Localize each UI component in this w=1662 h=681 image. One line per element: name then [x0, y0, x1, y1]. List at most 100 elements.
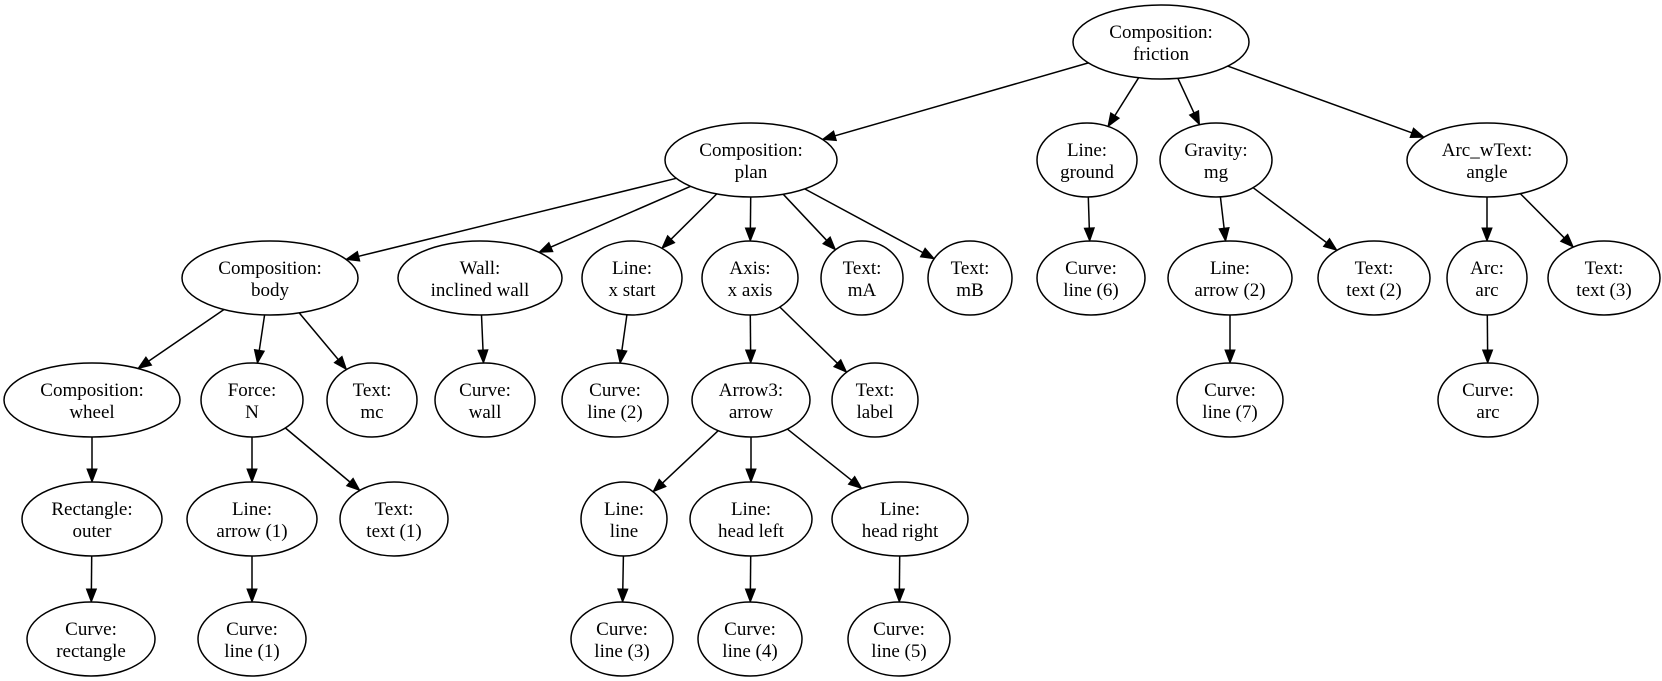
node-ellipse: [1176, 362, 1284, 438]
node-line-arrow-1: Line:arrow (1): [186, 481, 318, 557]
node-text-text-3: Text:text (3): [1547, 240, 1661, 316]
node-label-name: arc: [1476, 402, 1499, 423]
edge-line: [1219, 196, 1225, 229]
arrowhead-icon: [617, 588, 629, 604]
node-label-type: Line:: [612, 258, 652, 279]
arrowhead-icon: [1224, 349, 1236, 365]
edge-line: [662, 430, 719, 484]
node-ellipse: [691, 362, 811, 438]
node-label-name: ground: [1060, 162, 1114, 183]
edge-line: [284, 427, 351, 483]
node-arrow3: Arrow3:arrow: [691, 362, 811, 438]
node-label-name: text (2): [1346, 280, 1401, 301]
arrowhead-icon: [85, 588, 98, 604]
node-label-type: Text:: [843, 258, 882, 279]
edge-x-axis-to-text-label: [779, 306, 848, 374]
node-label-type: Text:: [951, 258, 990, 279]
node-ellipse: [927, 240, 1013, 316]
edge-rect-outer-to-curve-rectangle: [85, 555, 98, 604]
edge-x-axis-to-arrow3: [744, 314, 757, 365]
node-label-type: Composition:: [218, 258, 321, 279]
arrowhead-icon: [652, 478, 667, 493]
node-label-type: Wall:: [460, 258, 501, 279]
node-label-type: Arc_wText:: [1442, 140, 1532, 161]
arrowhead-icon: [537, 241, 554, 253]
node-ellipse: [339, 481, 449, 557]
node-ellipse: [664, 122, 838, 198]
arrowhead-icon: [246, 588, 258, 604]
node-label-type: Arrow3:: [719, 380, 783, 401]
arrowhead-icon: [821, 130, 838, 142]
edge-body-to-wheel: [136, 308, 225, 370]
edge-gravity-mg-to-line-arrow-2: [1218, 196, 1230, 243]
edge-force-n-to-text-text-1: [284, 427, 361, 492]
node-ellipse: [186, 481, 318, 557]
node-label-name: head left: [718, 521, 785, 542]
node-line-head-left: Line:head left: [689, 481, 813, 557]
node-curve-line-1: Curve:line (1): [197, 601, 307, 677]
node-line-head-right: Line:head right: [831, 481, 969, 557]
arrowhead-icon: [1322, 237, 1339, 252]
node-label-name: line (2): [587, 402, 642, 423]
edge-line: [258, 314, 266, 351]
edge-force-n-to-line-arrow-1: [246, 437, 258, 484]
edge-line-arrow-2-to-curve-line-7: [1224, 315, 1236, 365]
node-label-name: angle: [1466, 162, 1507, 183]
node-curve-line-3: Curve:line (3): [570, 601, 674, 677]
node-friction: Composition:friction: [1072, 4, 1250, 80]
node-label-type: Curve:: [596, 619, 648, 640]
edge-line: [621, 314, 628, 351]
node-curve-line-5: Curve:line (5): [847, 601, 951, 677]
edge-line-head-right-to-curve-line-5: [893, 555, 906, 604]
arrowhead-icon: [919, 247, 936, 260]
node-label-type: Curve:: [459, 380, 511, 401]
edge-plan-to-text-ma: [782, 193, 837, 251]
node-rect-outer: Rectangle:outer: [21, 481, 163, 557]
edge-line: [834, 62, 1089, 137]
arrowhead-icon: [1218, 227, 1230, 243]
node-label-name: inclined wall: [431, 280, 530, 301]
edge-x-start-to-curve-line-2: [616, 314, 628, 365]
node-label-name: line (6): [1063, 280, 1118, 301]
node-label-type: Text:: [856, 380, 895, 401]
arrowhead-icon: [660, 234, 676, 250]
edge-inclined-wall-to-curve-wall: [477, 314, 489, 365]
arrowhead-icon: [744, 227, 757, 243]
node-text-text-2: Text:text (2): [1317, 240, 1431, 316]
node-label-type: Line:: [1210, 258, 1250, 279]
edge-line: [622, 555, 625, 590]
node-ellipse: [1159, 122, 1273, 198]
edge-plan-to-text-mb: [804, 188, 936, 260]
node-ellipse: [434, 362, 536, 438]
edge-line: [1227, 65, 1413, 134]
edge-angle-to-text-text-3: [1519, 193, 1575, 249]
node-label-name: wheel: [69, 402, 114, 423]
node-label-type: Gravity:: [1184, 140, 1247, 161]
edge-arrow3-to-line-line: [652, 430, 719, 493]
node-label-name: plan: [735, 162, 768, 183]
edge-plan-to-x-axis: [744, 196, 757, 243]
node-ellipse: [1036, 122, 1138, 198]
node-ellipse: [697, 601, 803, 677]
edge-plan-to-body: [344, 177, 677, 262]
node-label-name: wall: [469, 402, 502, 423]
node-arc: Arc:arc: [1446, 240, 1528, 316]
node-label-name: rectangle: [56, 641, 126, 662]
node-label-type: Force:: [228, 380, 277, 401]
node-ellipse: [200, 362, 304, 438]
edge-line-line-to-curve-line-3: [617, 555, 629, 604]
node-text-label: Text:label: [831, 362, 919, 438]
node-x-start: Line:x start: [581, 240, 683, 316]
edge-line: [1087, 196, 1091, 229]
node-label-type: Line:: [880, 499, 920, 520]
node-label-type: Curve:: [1065, 258, 1117, 279]
edge-line: [550, 185, 691, 248]
edge-ground-to-curve-line-6: [1083, 196, 1096, 243]
node-ellipse: [820, 240, 904, 316]
node-wheel: Composition:wheel: [3, 362, 181, 438]
arrowhead-icon: [253, 348, 266, 365]
edge-line: [782, 193, 828, 241]
edge-friction-to-plan: [821, 62, 1089, 142]
node-ellipse: [1036, 240, 1146, 316]
node-label-type: Curve:: [873, 619, 925, 640]
